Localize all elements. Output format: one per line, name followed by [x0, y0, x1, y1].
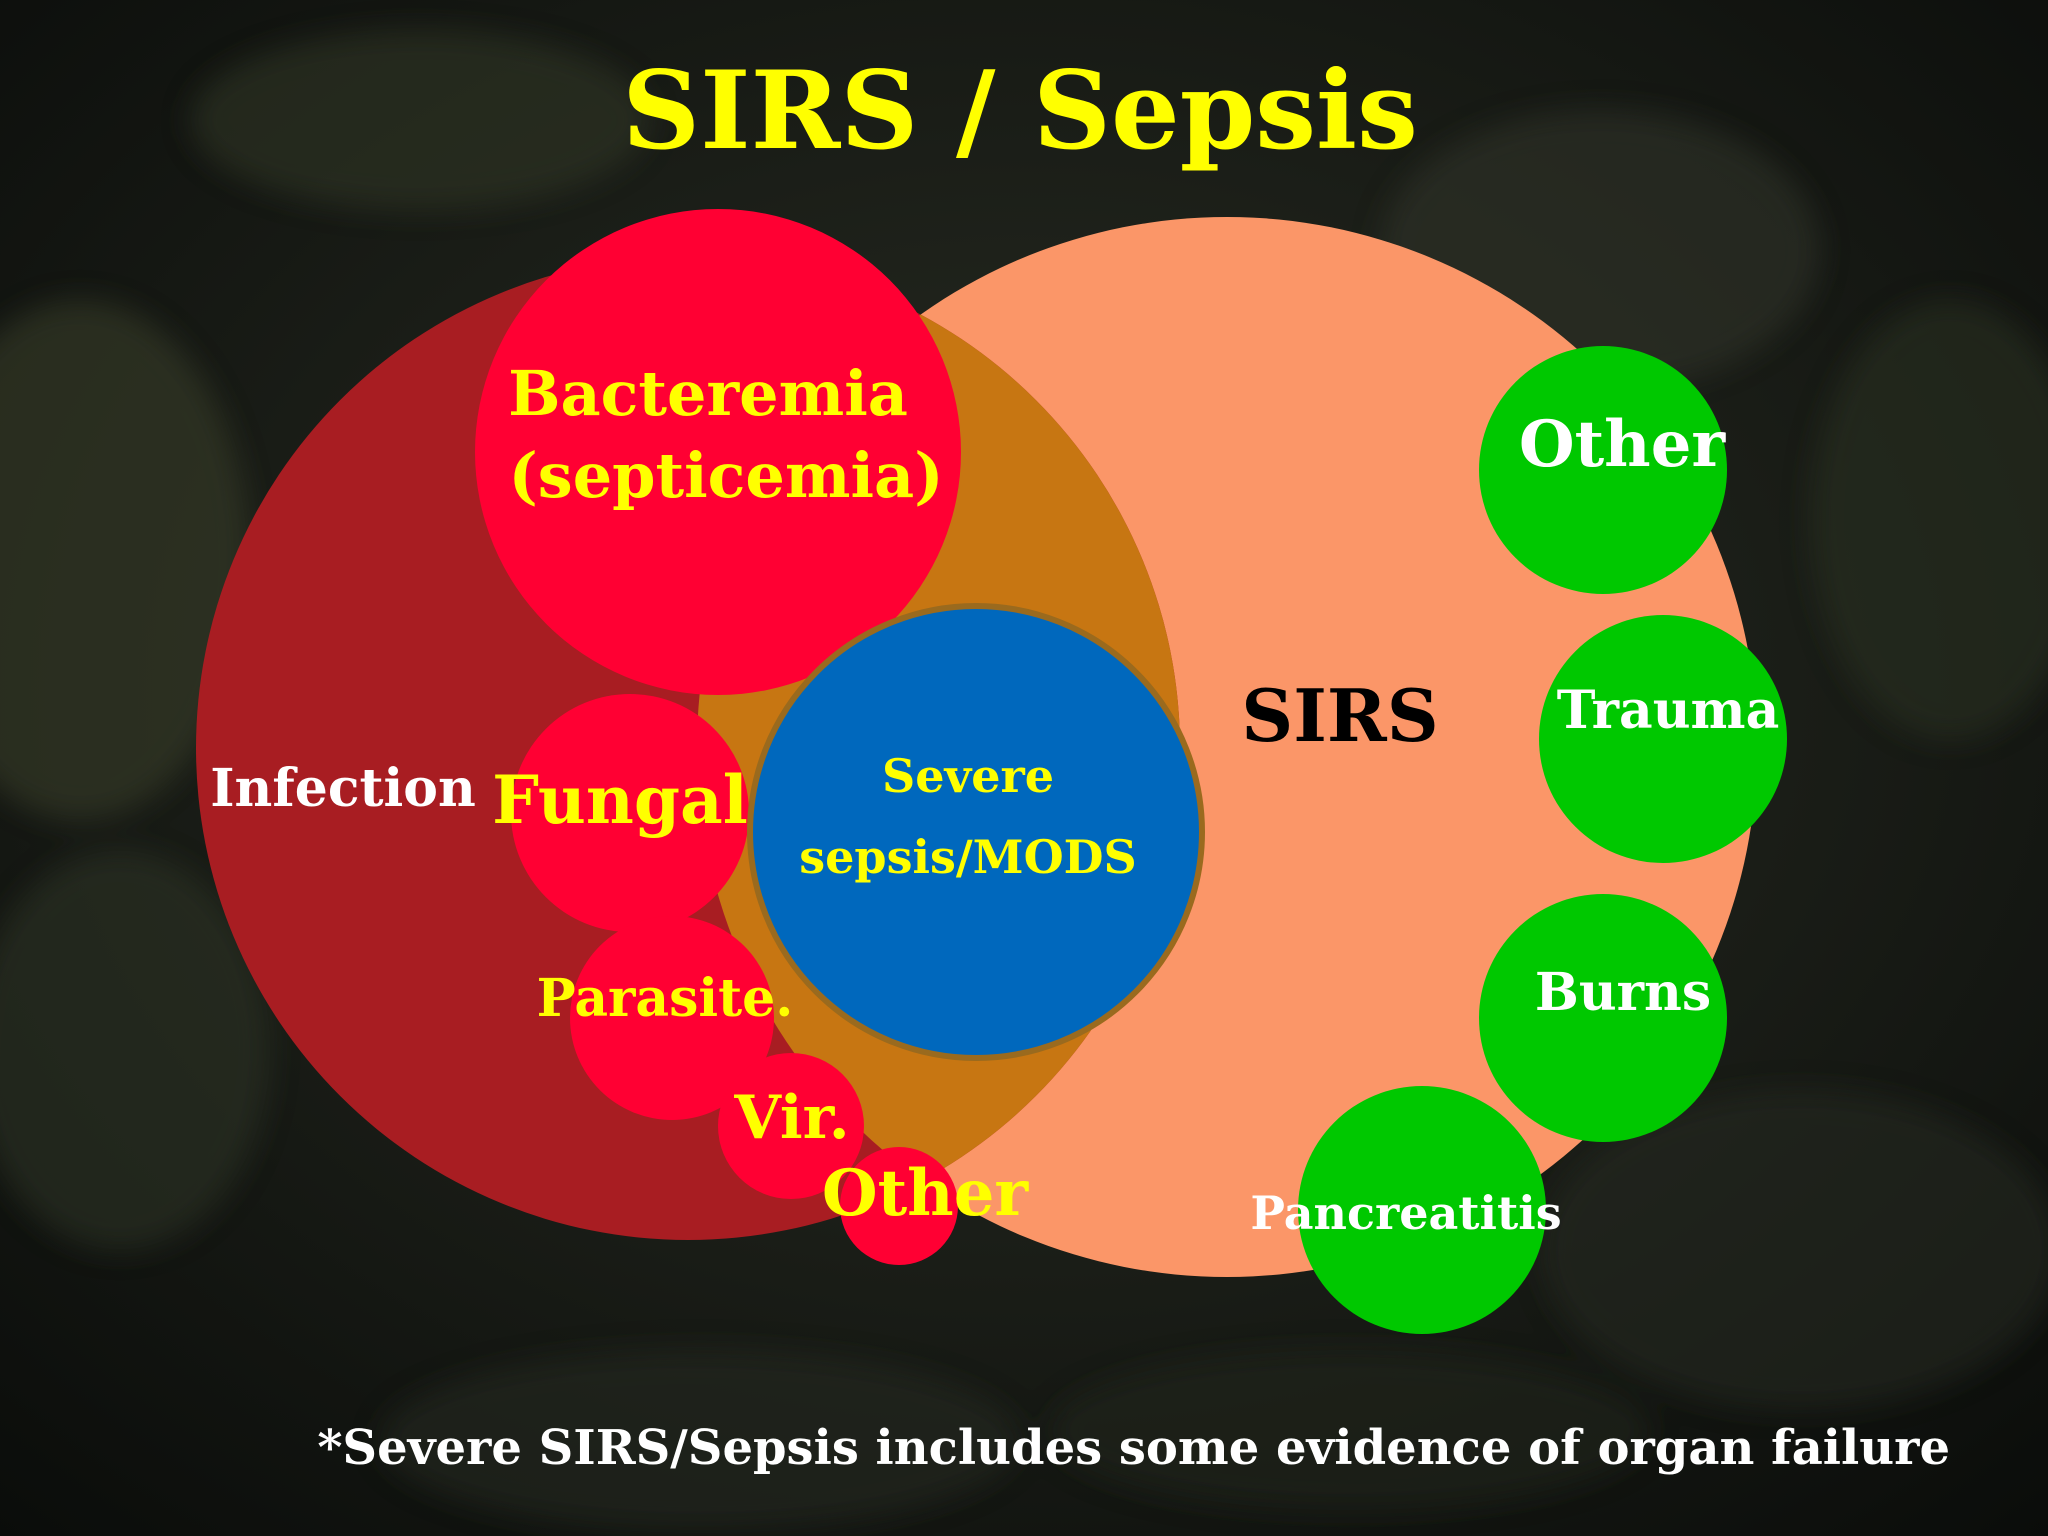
- infection-other-circle: [840, 1147, 958, 1265]
- fungal-circle: [511, 694, 749, 932]
- viral-circle: [718, 1053, 864, 1199]
- septicemia-label: (septicemia): [508, 439, 943, 512]
- severe-sepsis-circle: [747, 603, 1205, 1061]
- infection-label: Infection: [210, 758, 476, 819]
- sirs-other-label: Other: [1519, 407, 1727, 482]
- sirs-label: SIRS: [1241, 673, 1439, 758]
- bacteremia-circle: [475, 209, 961, 695]
- infection-other-label: Other: [822, 1156, 1030, 1231]
- background-texture: [0, 30, 2048, 1530]
- parasite-label: Parasite.: [537, 968, 794, 1029]
- sirs-other-circle: [1479, 346, 1727, 594]
- bacteremia-label: Bacteremia: [508, 357, 908, 430]
- burns-circle: [1479, 894, 1727, 1142]
- page-title: SIRS / Sepsis: [622, 48, 1418, 174]
- burns-label: Burns: [1535, 962, 1711, 1023]
- footnote: *Severe SIRS/Sepsis includes some eviden…: [317, 1420, 1950, 1476]
- pancreatitis-label: Pancreatitis: [1250, 1186, 1561, 1240]
- trauma-label: Trauma: [1557, 680, 1780, 741]
- pancreatitis-circle: [1298, 1086, 1546, 1334]
- trauma-circle: [1539, 615, 1787, 863]
- parasite-circle: [570, 916, 774, 1120]
- fungal-label: Fungal: [492, 761, 748, 839]
- sepsis-mods-label: sepsis/MODS: [799, 830, 1137, 884]
- severe-label: Severe: [882, 749, 1054, 803]
- viral-label: Vir.: [733, 1083, 849, 1153]
